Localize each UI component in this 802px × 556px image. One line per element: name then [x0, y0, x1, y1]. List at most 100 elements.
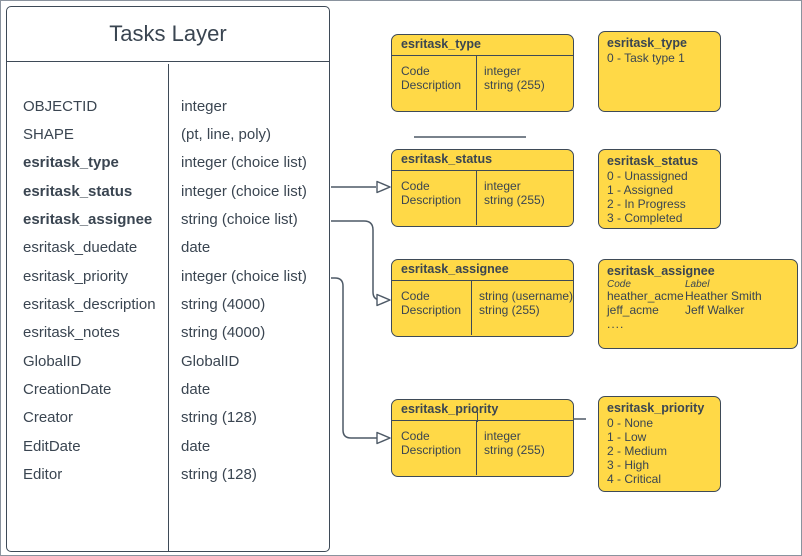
value-row: heather_acme Heather Smith [607, 289, 791, 304]
domain-table-body: Code Description integer string (255) [392, 56, 573, 110]
field-name: Editor [23, 466, 63, 484]
field-name: CreationDate [23, 381, 112, 399]
domain-cell: string (255) [484, 192, 545, 207]
field-type: string (4000) [181, 296, 266, 313]
value-item: 3 - Completed [607, 211, 683, 225]
field-type: integer (choice list) [181, 267, 307, 285]
field-type: (pt, line, poly) [181, 125, 272, 143]
domain-table-priority: esritask_priority Code Description integ… [391, 399, 574, 477]
value-list-column-headers: Code Label [607, 279, 791, 290]
domain-cell: Description [401, 302, 462, 317]
domain-table-title: esritask_status [392, 150, 573, 171]
domain-cell: Description [401, 442, 462, 457]
value-item: 3 - High [607, 458, 650, 472]
value-item: 1 - Assigned [607, 183, 674, 197]
field-name-column: OBJECTID SHAPE esritask_type esritask_st… [7, 63, 169, 551]
field-type: GlobalID [181, 352, 240, 370]
domain-table-body: Code Description integer string (255) [392, 421, 573, 475]
domain-col-types: integer string (255) [477, 56, 573, 110]
divider-artifact [476, 412, 479, 422]
value-item: 4 - Critical [607, 472, 662, 486]
domain-table-body: Code Description integer string (255) [392, 171, 573, 225]
value-item: 1 - Low [607, 430, 647, 444]
field-type-column: integer (pt, line, poly) integer (choice… [169, 64, 329, 551]
field-name: esritask_priority [23, 267, 129, 285]
column-header: Label [685, 279, 710, 290]
field-name: OBJECTID [23, 97, 98, 115]
value-label: Jeff Walker [685, 302, 745, 317]
value-list-assignee: esritask_assignee Code Label heather_acm… [598, 259, 798, 349]
field-type: integer (choice list) [181, 182, 307, 200]
value-item: 0 - Unassigned [607, 169, 688, 183]
table-title: Tasks Layer [7, 7, 329, 62]
domain-table-title: esritask_assignee [392, 260, 573, 281]
domain-col-fields: Code Description [392, 421, 477, 475]
field-name: esritask_duedate [23, 239, 138, 257]
value-item: 2 - Medium [607, 444, 668, 458]
domain-col-fields: Code Description [392, 281, 472, 335]
field-name: esritask_assignee [23, 210, 153, 228]
value-list-title: esritask_type [607, 36, 687, 50]
open-arrowhead [376, 293, 391, 307]
domain-cell: Description [401, 192, 462, 207]
open-arrowhead [376, 431, 391, 445]
value-list-title: esritask_priority [607, 401, 705, 415]
domain-cell: integer [484, 429, 521, 443]
domain-table-title: esritask_priority [392, 400, 573, 421]
domain-cell: integer [484, 64, 521, 78]
domain-table-assignee: esritask_assignee Code Description strin… [391, 259, 574, 337]
domain-col-fields: Code Description [392, 56, 477, 110]
value-more-ellipsis: .... [607, 317, 625, 331]
value-code: jeff_acme [607, 302, 659, 317]
domain-col-types: string (username) string (255) [472, 281, 573, 335]
field-type: date [181, 239, 211, 257]
field-type: string (4000) [181, 324, 266, 342]
table-body: OBJECTID SHAPE esritask_type esritask_st… [7, 63, 329, 551]
connector-assignee [331, 220, 382, 301]
field-name: GlobalID [23, 352, 82, 370]
value-list-type: esritask_type 0 - Task type 1 [598, 31, 721, 112]
value-item: 2 - In Progress [607, 197, 686, 211]
value-list-status: esritask_status 0 - Unassigned 1 - Assig… [598, 149, 721, 229]
tasks-layer-table: Tasks Layer OBJECTID SHAPE esritask_type… [6, 6, 330, 552]
domain-cell: Code [401, 179, 430, 193]
field-name: EditDate [23, 437, 81, 455]
connector-priority [331, 277, 378, 439]
value-item: 0 - None [607, 416, 654, 430]
column-header: Code [607, 279, 631, 290]
domain-table-status: esritask_status Code Description integer… [391, 149, 574, 227]
value-list-title: esritask_status [607, 154, 699, 168]
field-name: esritask_description [23, 296, 156, 313]
value-item: 0 - Task type 1 [607, 51, 685, 65]
field-name: esritask_notes [23, 324, 120, 342]
domain-cell: string (username) [478, 289, 573, 303]
value-list-title: esritask_assignee [607, 264, 715, 278]
field-name: esritask_status [23, 182, 133, 200]
field-type: string (128) [181, 409, 257, 427]
domain-table-type: esritask_type Code Description integer s… [391, 34, 574, 112]
field-name: SHAPE [23, 125, 74, 143]
field-type: date [181, 381, 211, 399]
domain-col-fields: Code Description [392, 171, 477, 225]
field-name: esritask_type [23, 154, 119, 172]
domain-table-title: esritask_type [392, 35, 573, 56]
domain-cell: Code [401, 64, 430, 78]
domain-cell: integer [484, 179, 521, 193]
value-code: heather_acme [607, 289, 684, 303]
domain-col-types: integer string (255) [477, 171, 573, 225]
value-label: Heather Smith [685, 289, 762, 303]
domain-cell: Code [401, 289, 430, 303]
domain-cell: string (255) [484, 442, 545, 457]
field-type: integer (choice list) [181, 154, 307, 172]
field-type: integer [181, 97, 227, 115]
domain-cell: Description [401, 77, 462, 92]
domain-col-types: integer string (255) [477, 421, 573, 475]
domain-table-body: Code Description string (username) strin… [392, 281, 573, 335]
value-list-priority: esritask_priority 0 - None 1 - Low 2 - M… [598, 396, 721, 492]
field-type: date [181, 437, 211, 455]
value-row: jeff_acme Jeff Walker [607, 302, 791, 318]
field-type: string (choice list) [181, 210, 298, 228]
field-type: string (128) [181, 466, 257, 484]
domain-cell: string (255) [484, 77, 545, 92]
